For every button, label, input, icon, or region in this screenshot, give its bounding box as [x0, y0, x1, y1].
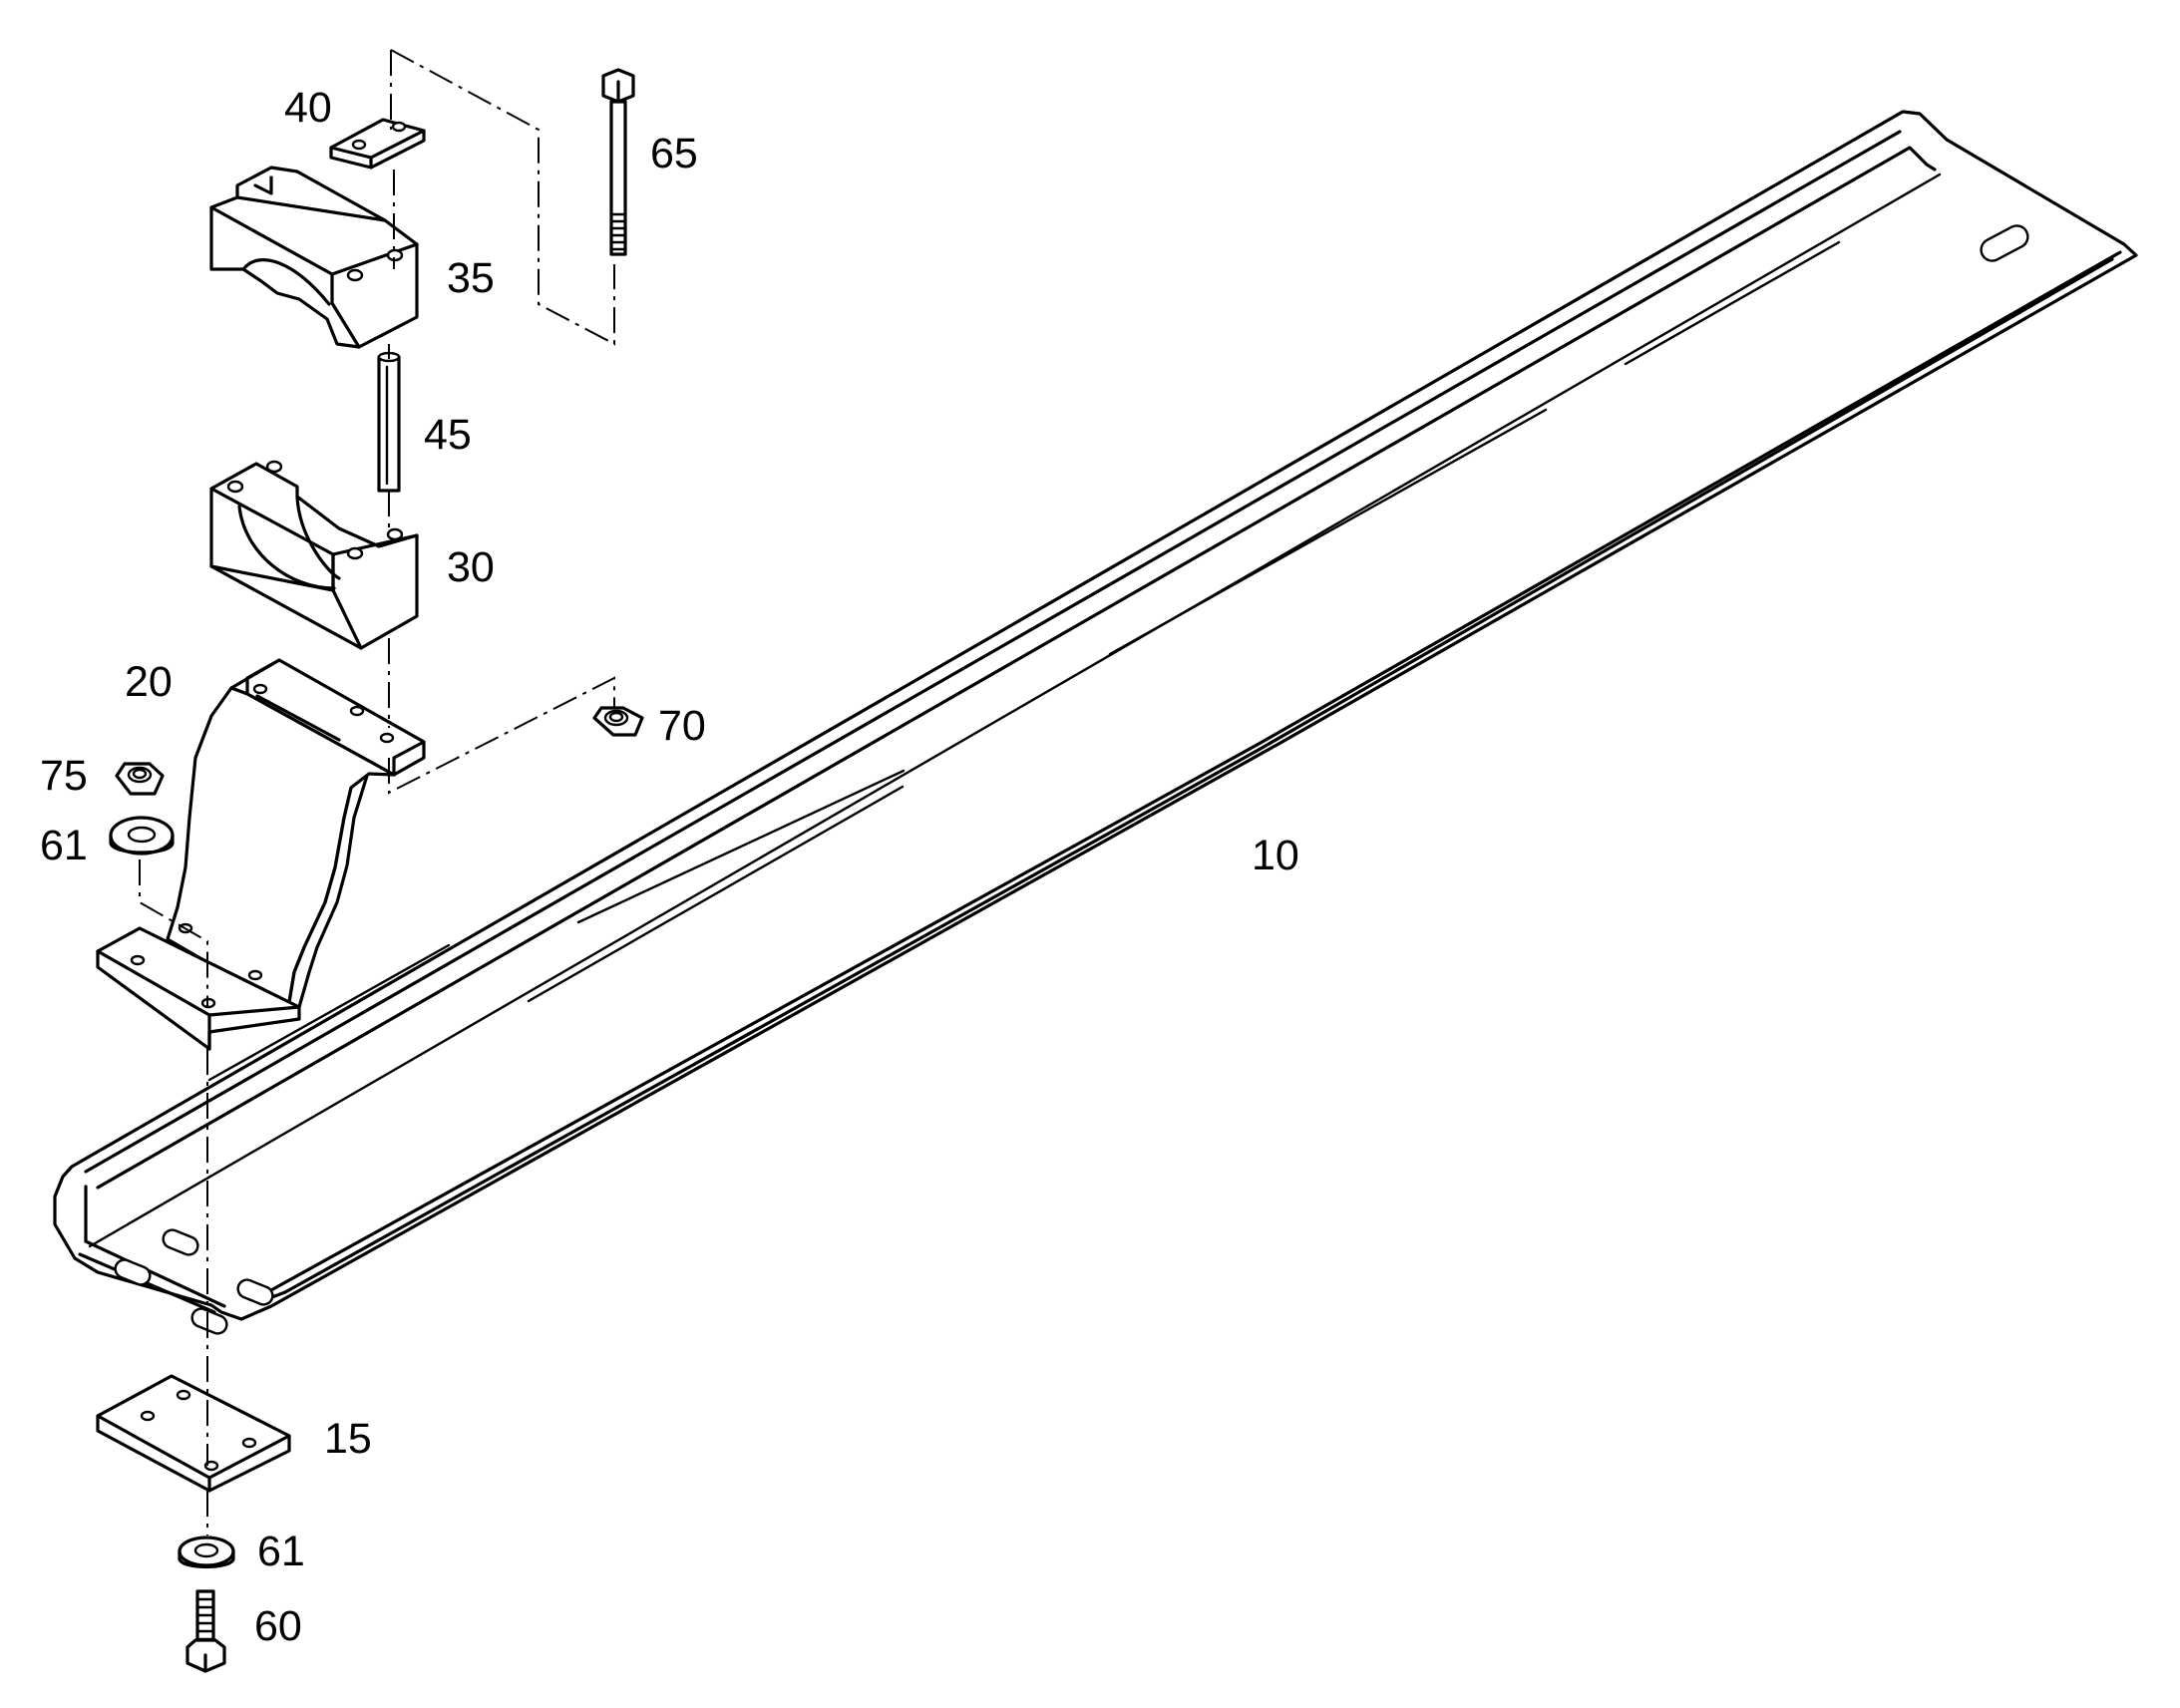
label-part-70: 70 [658, 702, 706, 750]
nut-70-part [592, 706, 644, 737]
bottom-plate-part [96, 1374, 291, 1493]
short-bolt-part [185, 1589, 226, 1673]
spacer-tube-part [377, 351, 401, 493]
upper-clamp-part [209, 166, 419, 349]
small-plate-part [329, 118, 426, 170]
label-part-45: 45 [424, 411, 472, 459]
washer-61-bottom-part [178, 1536, 235, 1569]
rail-left-slots [114, 1228, 274, 1335]
label-part-40: 40 [284, 84, 332, 132]
label-part-60: 60 [254, 1602, 302, 1650]
label-part-35: 35 [447, 254, 495, 302]
rail-right-slot [1980, 224, 2029, 262]
label-part-10: 10 [1252, 832, 1299, 879]
nut-75-part [115, 762, 165, 796]
label-part-15: 15 [324, 1415, 372, 1463]
lower-clamp-part [209, 460, 419, 650]
label-part-61-top: 61 [40, 822, 88, 869]
channel-rail-part [53, 110, 2138, 1335]
washer-61-top-part [109, 816, 175, 855]
label-part-20: 20 [125, 658, 173, 706]
label-part-30: 30 [447, 543, 495, 591]
label-part-75: 75 [40, 752, 88, 800]
label-part-65: 65 [650, 130, 698, 177]
callout-labels: 10 15 20 30 35 40 45 60 61 61 65 70 75 [40, 84, 1299, 1650]
long-bolt-part [601, 68, 635, 256]
label-part-61-bottom: 61 [257, 1528, 305, 1575]
assembly-center-lines [139, 49, 615, 1536]
bracket-part [96, 658, 426, 1051]
